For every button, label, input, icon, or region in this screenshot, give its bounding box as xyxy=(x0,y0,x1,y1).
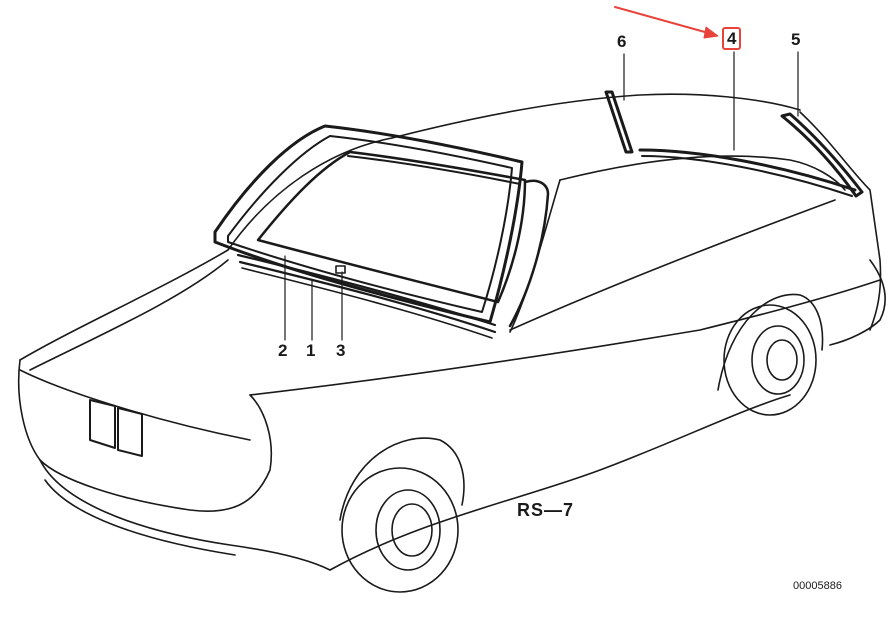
document-number: 00005886 xyxy=(793,580,842,592)
rear-body xyxy=(829,259,886,346)
front-bumper xyxy=(39,459,331,571)
moulding-clip xyxy=(335,265,346,274)
reference-label: RS—7 xyxy=(517,500,575,520)
roof-moulding-4 xyxy=(638,148,857,192)
front-wheel-hub xyxy=(375,489,441,571)
front-face xyxy=(17,359,273,512)
roof-outline xyxy=(391,93,801,139)
lower-moulding-2 xyxy=(238,260,497,334)
callout-6: 6 xyxy=(617,32,627,51)
rear-pillar-outline xyxy=(799,111,882,331)
side-window-top xyxy=(559,155,846,191)
windshield-glass xyxy=(256,150,527,304)
lower-moulding-1 xyxy=(236,253,497,327)
rear-moulding-5 xyxy=(780,112,864,198)
drip-moulding-6 xyxy=(604,90,634,154)
grille-left xyxy=(89,399,116,449)
windshield-side-seal xyxy=(508,179,550,328)
grille-right xyxy=(117,407,143,457)
callout-1: 1 xyxy=(306,341,316,360)
hood-crease xyxy=(29,259,229,371)
hood-outline xyxy=(19,137,393,361)
front-bumper-lower xyxy=(44,479,236,556)
highlight-arrow-head xyxy=(703,26,719,39)
rear-wheel xyxy=(723,304,817,416)
rear-wheel-hub xyxy=(751,325,805,395)
roof-moulding-4b xyxy=(641,155,853,197)
callout-3: 3 xyxy=(336,341,346,360)
highlight-arrow-line xyxy=(614,6,713,35)
side-window-bottom xyxy=(509,199,836,331)
side-sill xyxy=(329,394,791,571)
callout-4: 4 xyxy=(722,27,742,50)
front-wheel-center xyxy=(391,503,433,557)
windshield-outer-seal xyxy=(213,124,524,324)
callout-2: 2 xyxy=(278,341,288,360)
side-body-line xyxy=(249,279,881,396)
front-wheel-arch xyxy=(339,437,465,521)
rear-wheel-center xyxy=(766,339,798,381)
lower-moulding-3 xyxy=(241,267,493,339)
glass-top-trim xyxy=(347,155,521,185)
front-wheel xyxy=(341,467,459,593)
callout-5: 5 xyxy=(791,30,801,49)
rear-wheel-arch xyxy=(717,293,824,391)
front-grille-line xyxy=(19,369,251,441)
windshield-inner-seal xyxy=(227,135,513,313)
